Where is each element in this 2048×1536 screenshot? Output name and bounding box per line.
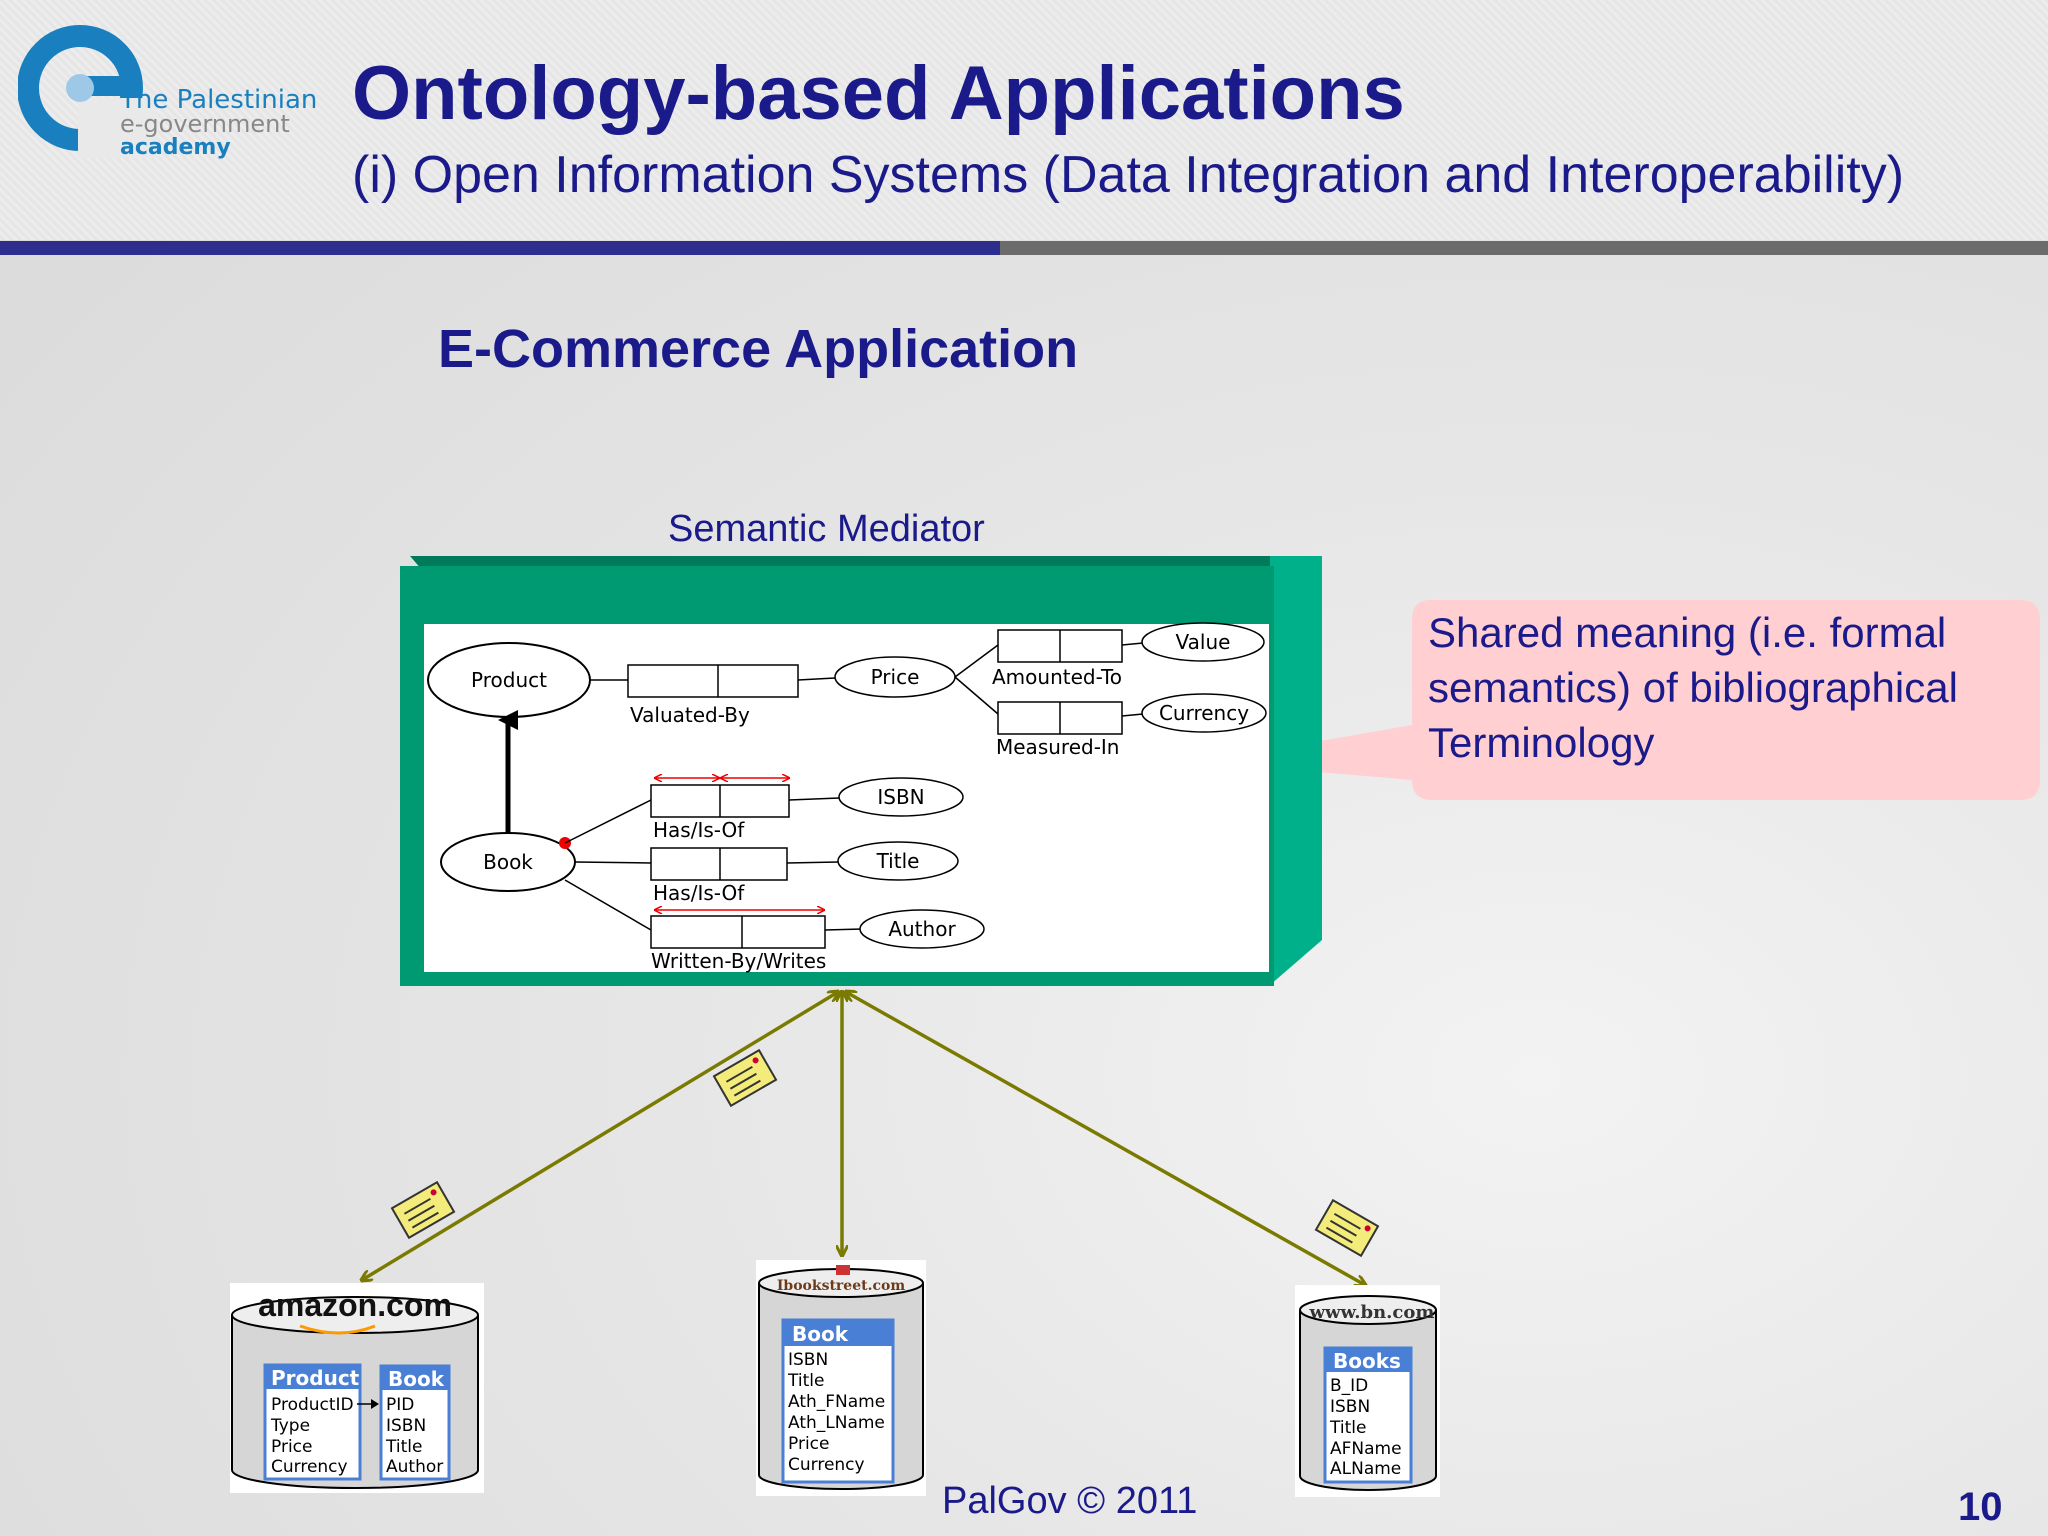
- ibookstreet-database: Ibookstreet.com Book ISBN Title Ath_FNam…: [756, 1260, 926, 1496]
- ibookstreet-field: Ath_LName: [788, 1413, 885, 1433]
- slide-title: Ontology-based Applications: [352, 51, 1405, 136]
- amazon-book-field: Author: [386, 1457, 443, 1477]
- amazon-book-field: ISBN: [386, 1416, 426, 1436]
- ibookstreet-table-name: Book: [792, 1322, 849, 1346]
- bn-field: B_ID: [1330, 1376, 1368, 1396]
- author-value: [859, 909, 985, 949]
- arrow-mediator-amazon: [362, 992, 838, 1280]
- callout-text: Shared meaning (i.e. formal semantics) o…: [1428, 609, 1958, 766]
- ibookstreet-field: Ath_FName: [788, 1392, 885, 1412]
- bn-logo: www.bn.com: [1309, 1302, 1435, 1323]
- amazon-product-field: Currency: [271, 1457, 348, 1477]
- footer-copyright: PalGov © 2011: [942, 1480, 1198, 1522]
- role-measured-in: Measured-In: [996, 735, 1120, 759]
- ibookstreet-field: Price: [788, 1434, 829, 1454]
- semantic-mediator-label: Semantic Mediator: [668, 508, 985, 550]
- logo-line-2: e-government: [120, 110, 290, 138]
- role-written-by: Written-By/Writes: [651, 949, 826, 973]
- price-value-label: Price: [871, 665, 920, 689]
- product-entity-label: Product: [471, 668, 547, 692]
- value-value-label: Value: [1176, 630, 1231, 654]
- isbn-value-label: ISBN: [877, 785, 924, 809]
- isbn-value: [838, 777, 964, 817]
- academy-logo-icon: [17, 18, 158, 163]
- book-entity-label: Book: [483, 850, 533, 874]
- amazon-book-field: PID: [386, 1395, 414, 1415]
- semantic-mediator-box: [400, 556, 1322, 986]
- currency-value: [1141, 693, 1267, 733]
- role-has-is-of-1: Has/Is-Of: [653, 818, 745, 842]
- bn-field: Title: [1329, 1418, 1366, 1438]
- amazon-product-field: Type: [270, 1416, 310, 1436]
- author-value-label: Author: [888, 917, 956, 941]
- bn-field: ALName: [1330, 1459, 1401, 1479]
- arrow-mediator-bn: [846, 992, 1365, 1285]
- message-envelope-icon: [712, 1048, 778, 1108]
- value-value: [1141, 622, 1265, 662]
- role-amounted-to: Amounted-To: [992, 665, 1122, 689]
- amazon-book-table-name: Book: [388, 1367, 445, 1391]
- bn-table-name: Books: [1333, 1349, 1401, 1373]
- message-envelope-icon: [390, 1180, 456, 1240]
- ibookstreet-field: ISBN: [788, 1350, 828, 1370]
- role-valuated-by: Valuated-By: [630, 703, 750, 727]
- title-value: [837, 841, 959, 881]
- er-diagram: Product Book Valuated-By Price Amounted-…: [427, 622, 1267, 973]
- title-value-label: Title: [876, 849, 920, 873]
- ibookstreet-field: Title: [787, 1371, 824, 1391]
- logo-line-1: The Palestinian: [120, 85, 318, 115]
- currency-value-label: Currency: [1159, 701, 1249, 725]
- header-divider-blue: [0, 241, 1000, 255]
- section-title: E-Commerce Application: [438, 319, 1079, 379]
- message-envelope-icon: [1314, 1198, 1380, 1258]
- amazon-logo: amazon.com: [258, 1287, 452, 1323]
- header-divider-grey: [1000, 241, 2048, 255]
- amazon-product-field: Price: [271, 1437, 312, 1457]
- header-background: [0, 0, 2048, 240]
- logo-line-3: academy: [120, 135, 231, 160]
- bn-field: AFName: [1330, 1439, 1402, 1459]
- ibookstreet-logo: Ibookstreet.com: [777, 1278, 905, 1294]
- amazon-product-field: ProductID: [271, 1395, 354, 1415]
- academy-logo-text: The Palestinian e-government academy: [120, 85, 318, 160]
- page-number: 10: [1958, 1485, 2003, 1529]
- amazon-book-field: Title: [385, 1437, 422, 1457]
- role-has-is-of-2: Has/Is-Of: [653, 881, 745, 905]
- amazon-database: amazon.com Product ProductID Type Price …: [230, 1283, 484, 1493]
- amazon-product-table-name: Product: [271, 1366, 360, 1390]
- integration-arrows: [362, 992, 1365, 1285]
- slide-subtitle: (i) Open Information Systems (Data Integ…: [352, 146, 1905, 204]
- ibookstreet-field: Currency: [788, 1455, 865, 1475]
- callout-bubble: [1200, 600, 2040, 800]
- bn-field: ISBN: [1330, 1397, 1370, 1417]
- bn-database: www.bn.com Books B_ID ISBN Title AFName …: [1295, 1285, 1440, 1497]
